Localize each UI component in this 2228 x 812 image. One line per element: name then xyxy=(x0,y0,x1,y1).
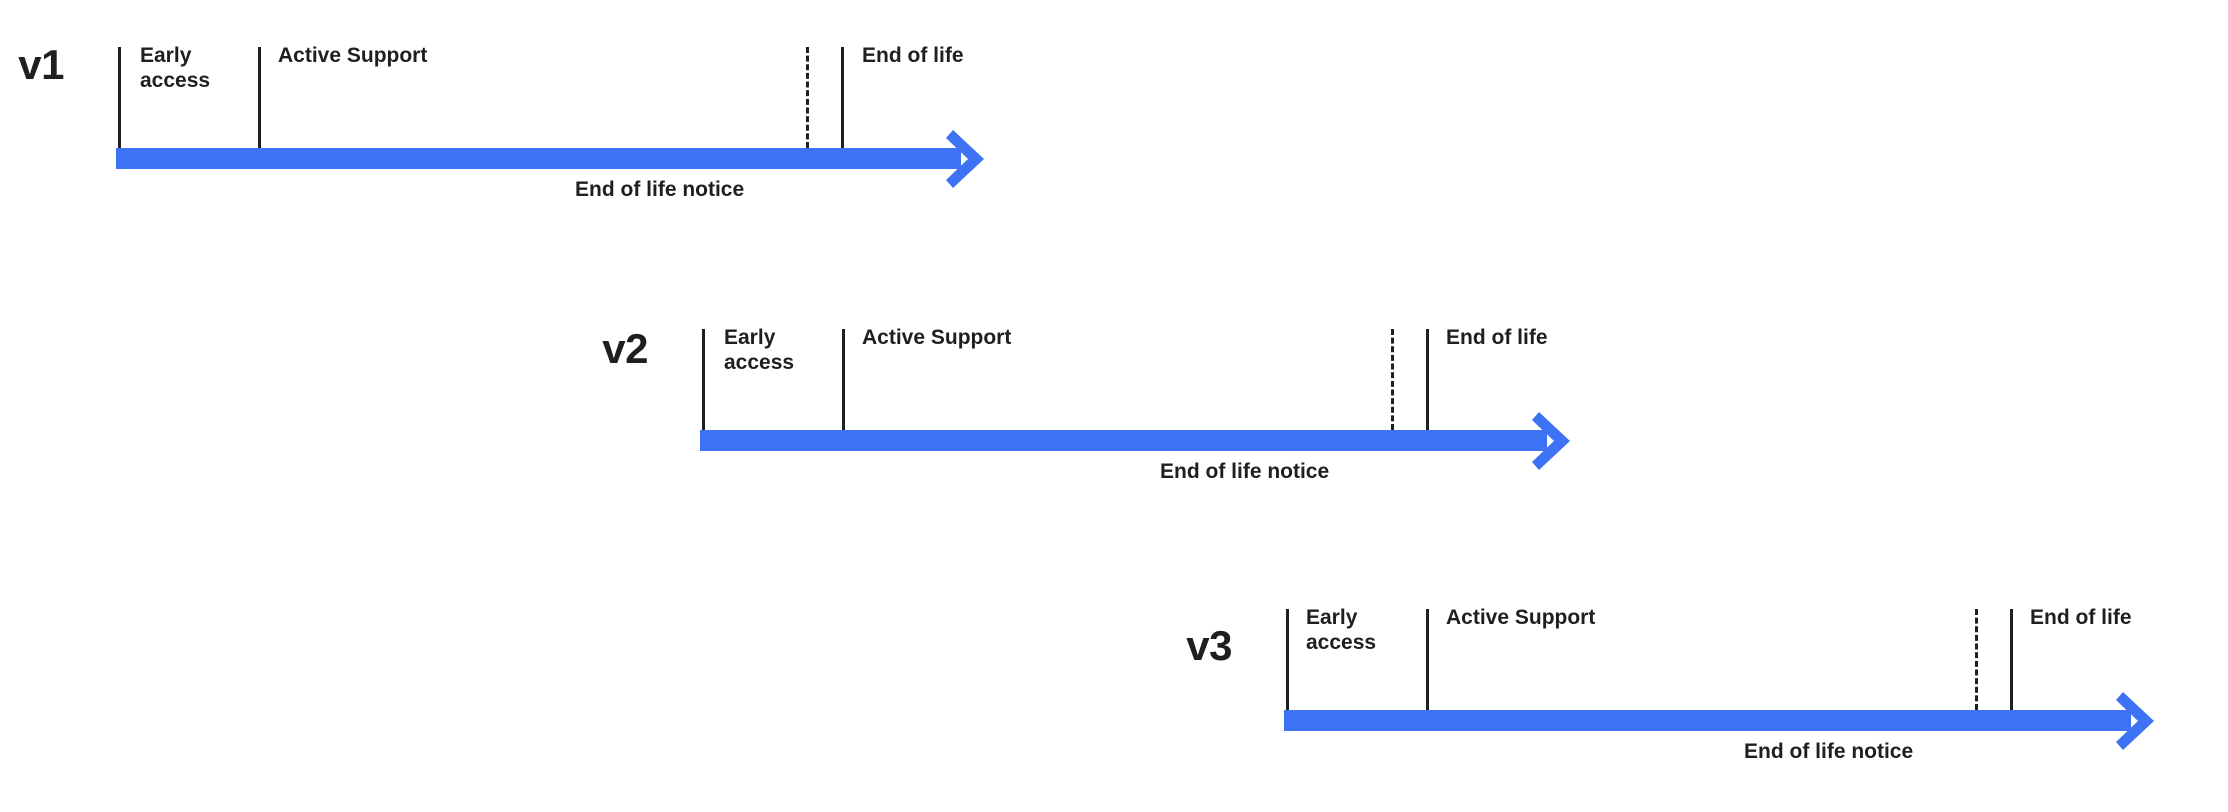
divider-end-of-life-start xyxy=(1426,329,1429,430)
timeline-arrow-head-icon xyxy=(2113,692,2183,750)
phase-label-early-access: Early access xyxy=(140,44,211,92)
end-of-life-notice-caption: End of life notice xyxy=(575,178,745,201)
divider-active-support-start xyxy=(258,47,261,148)
phase-label-early-access: Early access xyxy=(724,326,795,374)
timeline-arrow-bar xyxy=(1284,692,2183,750)
divider-end-of-life-start xyxy=(2010,609,2013,710)
divider-end-of-life-notice xyxy=(1391,329,1394,430)
version-label-v1: v1 xyxy=(18,41,64,88)
timeline-arrow-shaft xyxy=(1284,710,2131,731)
phase-label-active-support: Active Support xyxy=(278,44,428,67)
phase-label-early-access: Early access xyxy=(1306,606,1377,654)
phase-label-end-of-life: End of life xyxy=(862,44,964,67)
divider-end-of-life-start xyxy=(841,47,844,148)
timeline-arrow-head-icon xyxy=(1529,412,1599,470)
timeline-arrow-shaft xyxy=(116,148,961,169)
divider-early-access-start xyxy=(118,47,121,148)
phase-label-active-support: Active Support xyxy=(1446,606,1596,629)
phase-label-active-support: Active Support xyxy=(862,326,1012,349)
divider-end-of-life-notice xyxy=(806,47,809,148)
divider-active-support-start xyxy=(1426,609,1429,710)
divider-early-access-start xyxy=(702,329,705,430)
version-label-v2: v2 xyxy=(602,325,648,372)
divider-end-of-life-notice xyxy=(1975,609,1978,710)
phase-label-end-of-life: End of life xyxy=(2030,606,2132,629)
divider-early-access-start xyxy=(1286,609,1289,710)
divider-active-support-start xyxy=(842,329,845,430)
end-of-life-notice-caption: End of life notice xyxy=(1744,740,1914,763)
timeline-arrow-bar xyxy=(116,130,1013,188)
timeline-arrow-shaft xyxy=(700,430,1547,451)
end-of-life-notice-caption: End of life notice xyxy=(1160,460,1330,483)
timeline-arrow-head-icon xyxy=(943,130,1013,188)
phase-label-end-of-life: End of life xyxy=(1446,326,1548,349)
timeline-arrow-bar xyxy=(700,412,1599,470)
version-label-v3: v3 xyxy=(1186,622,1232,669)
